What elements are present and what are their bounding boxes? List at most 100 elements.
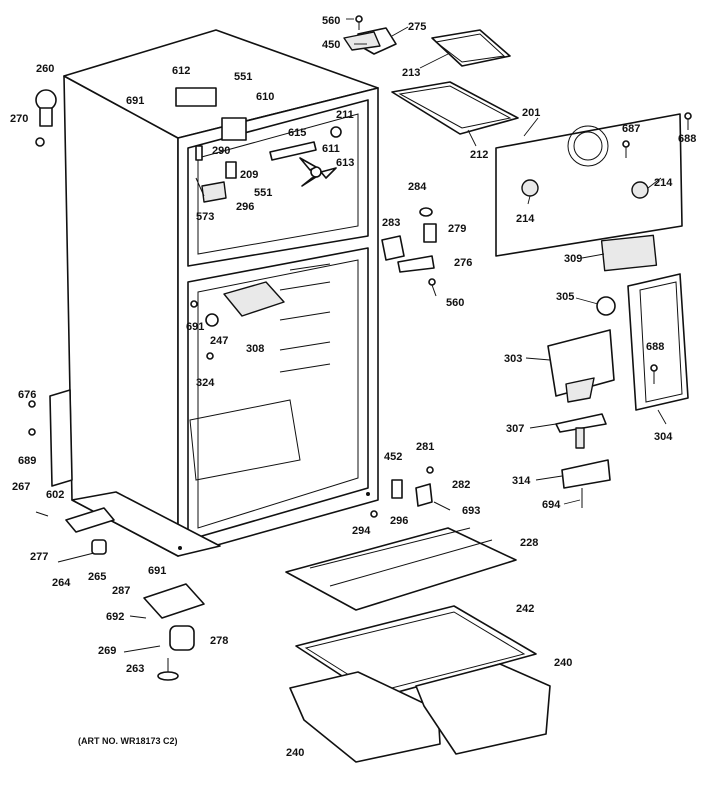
screw-688-top bbox=[684, 112, 692, 130]
part-label-p602: 602 bbox=[46, 489, 64, 501]
knob-305 bbox=[596, 296, 616, 316]
part-label-p691c: 691 bbox=[148, 565, 166, 577]
shelf-228 bbox=[285, 527, 517, 611]
part-label-p267: 267 bbox=[12, 481, 30, 493]
part-label-p214b: 214 bbox=[654, 177, 673, 189]
damper-307 bbox=[555, 413, 607, 449]
screw-281 bbox=[426, 466, 434, 474]
part-label-p691b: 691 bbox=[186, 321, 204, 333]
part-label-p303: 303 bbox=[504, 353, 522, 365]
part-label-p573: 573 bbox=[196, 211, 214, 223]
part-label-p284: 284 bbox=[408, 181, 427, 193]
part-label-p694: 694 bbox=[542, 499, 561, 511]
part-label-p269: 269 bbox=[98, 645, 116, 657]
part-label-p560a: 560 bbox=[322, 15, 340, 27]
part-label-p610: 610 bbox=[256, 91, 274, 103]
screw-560 bbox=[355, 15, 363, 30]
screw-693 bbox=[433, 501, 451, 511]
part-label-p324: 324 bbox=[196, 377, 215, 389]
ice-tray-support-212 bbox=[391, 81, 519, 135]
part-label-p240b: 240 bbox=[286, 747, 304, 759]
part-label-p294: 294 bbox=[352, 525, 371, 537]
bracket-287 bbox=[143, 583, 205, 619]
part-label-p452: 452 bbox=[384, 451, 402, 463]
refrigerator-cabinet bbox=[63, 29, 379, 557]
part-label-p240a: 240 bbox=[554, 657, 572, 669]
art-number: (ART NO. WR18173 C2) bbox=[78, 736, 178, 746]
screw-211 bbox=[330, 126, 342, 138]
part-label-p551b: 551 bbox=[254, 187, 272, 199]
screw-270 bbox=[35, 137, 45, 147]
part-label-p551a: 551 bbox=[234, 71, 252, 83]
crisper-cover-308 bbox=[223, 281, 285, 317]
rivet-290 bbox=[195, 145, 203, 161]
label-309 bbox=[600, 234, 658, 272]
part-label-p296a: 296 bbox=[236, 201, 254, 213]
part-label-p283: 283 bbox=[382, 217, 400, 229]
part-label-p305: 305 bbox=[556, 291, 574, 303]
part-label-p212: 212 bbox=[470, 149, 488, 161]
part-label-p265: 265 bbox=[88, 571, 106, 583]
screw-324 bbox=[206, 352, 214, 360]
part-label-p450: 450 bbox=[322, 39, 340, 51]
part-label-p692: 692 bbox=[106, 611, 124, 623]
part-label-p276: 276 bbox=[454, 257, 472, 269]
pin-264 bbox=[57, 551, 99, 563]
screw-688-side bbox=[650, 364, 658, 384]
clip-296 bbox=[201, 181, 227, 203]
part-label-p693: 693 bbox=[462, 505, 480, 517]
fan-blade-613 bbox=[299, 157, 337, 187]
pin-269 bbox=[123, 645, 161, 653]
roller-278 bbox=[169, 625, 195, 651]
screw-602 bbox=[35, 511, 49, 517]
leader-lines bbox=[346, 18, 667, 505]
bracket-283 bbox=[381, 235, 405, 261]
part-label-p281: 281 bbox=[416, 441, 434, 453]
ice-tray-213 bbox=[431, 29, 511, 67]
lamp-247 bbox=[205, 313, 219, 327]
part-label-p309: 309 bbox=[564, 253, 582, 265]
crisper-drawer-240-right bbox=[415, 663, 551, 755]
part-label-p290: 290 bbox=[212, 145, 230, 157]
part-label-p264: 264 bbox=[52, 577, 71, 589]
screw-692 bbox=[129, 615, 147, 619]
part-label-p282: 282 bbox=[452, 479, 470, 491]
air-duct-304 bbox=[627, 273, 689, 411]
bracket-314 bbox=[561, 459, 611, 506]
bracket-282 bbox=[415, 483, 433, 507]
part-label-p260: 260 bbox=[36, 63, 54, 75]
bracket-276 bbox=[397, 255, 435, 273]
part-label-p213: 213 bbox=[402, 67, 420, 79]
part-label-p277: 277 bbox=[30, 551, 48, 563]
part-label-p613: 613 bbox=[336, 157, 354, 169]
hinge-267 bbox=[49, 389, 73, 487]
part-label-p615: 615 bbox=[288, 127, 306, 139]
bracket-611 bbox=[269, 141, 317, 161]
screw-689 bbox=[28, 428, 36, 436]
bracket-450 bbox=[343, 31, 381, 51]
part-label-p296b: 296 bbox=[390, 515, 408, 527]
part-label-p691a: 691 bbox=[126, 95, 144, 107]
screw-691-mid bbox=[190, 300, 198, 308]
motor-610 bbox=[221, 117, 247, 141]
part-label-p560b: 560 bbox=[446, 297, 464, 309]
part-label-p612: 612 bbox=[172, 65, 190, 77]
part-label-p689: 689 bbox=[18, 455, 36, 467]
part-label-p247: 247 bbox=[210, 335, 228, 347]
part-label-p676: 676 bbox=[18, 389, 36, 401]
part-label-p275: 275 bbox=[408, 21, 426, 33]
part-label-p263: 263 bbox=[126, 663, 144, 675]
roller-265 bbox=[91, 539, 107, 555]
grommet-284 bbox=[419, 207, 433, 217]
screw-687 bbox=[622, 140, 630, 158]
thermostat-279 bbox=[423, 223, 437, 243]
screw-573 bbox=[195, 177, 205, 197]
hinge-277 bbox=[65, 507, 115, 533]
leveling-leg-263 bbox=[157, 658, 179, 681]
bracket-452 bbox=[391, 479, 403, 499]
part-label-p214a: 214 bbox=[516, 213, 535, 225]
heater-612 bbox=[175, 87, 217, 107]
part-label-p687: 687 bbox=[622, 123, 640, 135]
